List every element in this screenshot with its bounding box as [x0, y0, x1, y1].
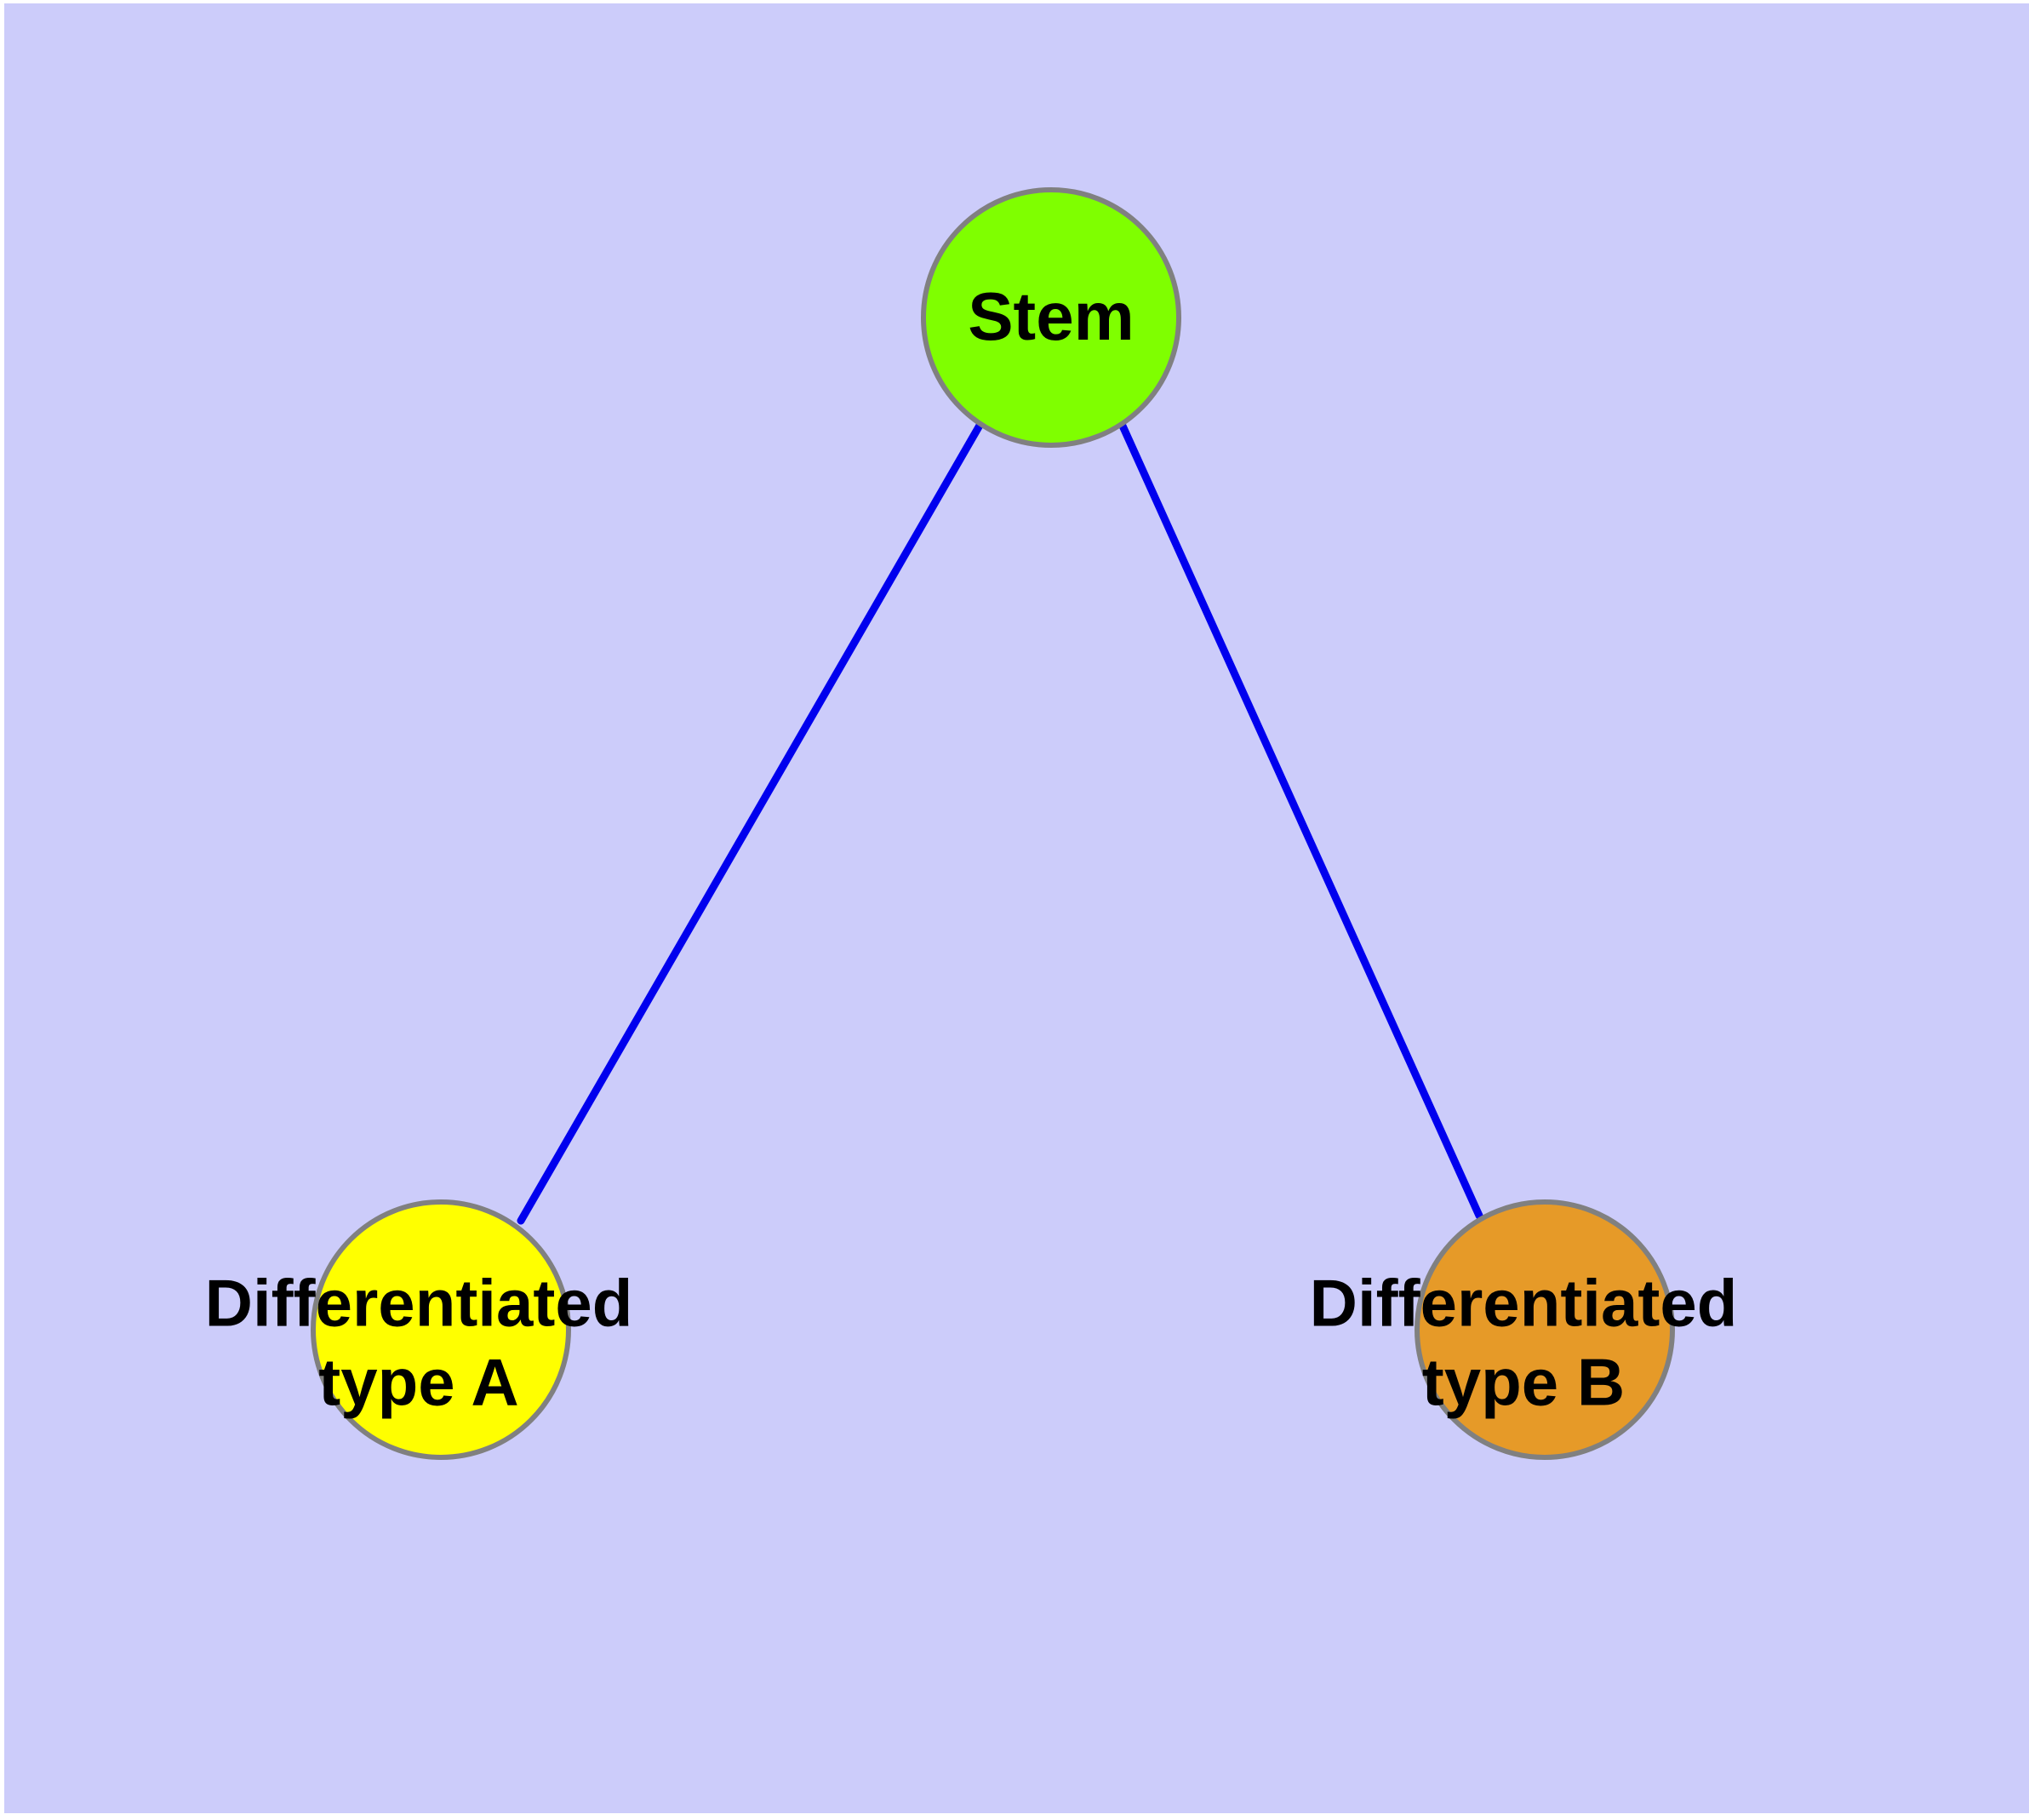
node-stem[interactable]: Stem — [921, 187, 1181, 448]
node-differentiated-type-a-label-line-2: type A — [318, 1345, 519, 1420]
node-stem-label-line-1: Stem — [968, 278, 1135, 354]
node-differentiated-type-b-circle[interactable] — [1415, 1199, 1675, 1460]
node-differentiated-type-a-label-line-1: Differentiated — [205, 1266, 633, 1341]
node-differentiated-type-a-circle[interactable] — [311, 1199, 571, 1460]
edge-stem-to-differentiated-type-b[interactable] — [1117, 420, 1483, 1220]
node-differentiated-type-b-label-line-1: Differentiated — [1310, 1266, 1738, 1341]
node-stem-circle[interactable] — [921, 187, 1181, 448]
node-differentiated-type-a[interactable]: Differentiated type A — [205, 1199, 633, 1460]
node-differentiated-type-b[interactable]: Differentiated type B — [1310, 1199, 1738, 1460]
edge-stem-to-differentiated-type-a[interactable] — [517, 420, 985, 1225]
node-differentiated-type-b-label-line-2: type B — [1422, 1345, 1625, 1420]
edge-layer — [517, 420, 1483, 1225]
